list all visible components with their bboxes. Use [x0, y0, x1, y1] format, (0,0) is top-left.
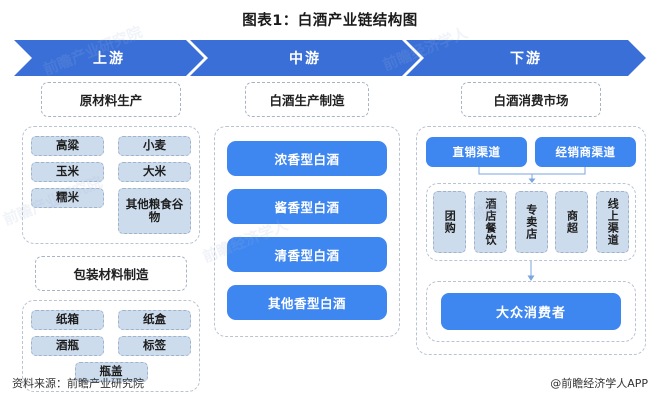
- chip-group-buying: 团购: [433, 191, 466, 253]
- chip-sorghum: 高粱: [31, 136, 104, 156]
- group-liquor-types: 浓香型白酒 酱香型白酒 清香型白酒 其他香型白酒: [214, 126, 400, 337]
- chip-rice: 大米: [118, 162, 191, 182]
- packaging-row-1: 纸箱 纸盒: [31, 310, 191, 330]
- chip-wheat: 小麦: [118, 136, 191, 156]
- channel-connector: [426, 167, 636, 183]
- group-consumer: 大众消费者: [426, 281, 636, 342]
- chip-label: 标签: [118, 336, 191, 356]
- pill-distributor-channel: 经销商渠道: [535, 137, 636, 167]
- footer-watermark: @前瞻经济学人APP: [550, 377, 648, 390]
- banner-downstream: 下游: [406, 40, 646, 76]
- chip-supermarket: 商超: [555, 191, 589, 253]
- pill-light-aroma: 清香型白酒: [227, 237, 387, 272]
- stage-banner-row: 上游 中游 下游: [14, 40, 646, 76]
- chip-glutinous-rice: 糯米: [31, 188, 104, 208]
- group-consumption-market: 直销渠道 经销商渠道 团购 酒店餐饮 专卖店 商超 线上渠道: [416, 126, 646, 355]
- pill-strong-aroma: 浓香型白酒: [227, 141, 387, 176]
- group-packaging-items: 纸箱 纸盒 酒瓶 标签 瓶盖: [22, 300, 200, 392]
- page-title: 图表1：白酒产业链结构图: [242, 13, 418, 29]
- raw-material-left-col: 高粱 玉米 糯米: [31, 136, 104, 234]
- group-sales-channels: 团购 酒店餐饮 专卖店 商超 线上渠道: [426, 183, 636, 261]
- footer-source: 资料来源：前瞻产业研究院: [12, 377, 144, 390]
- packaging-row-2: 酒瓶 标签: [31, 336, 191, 356]
- chip-corn: 玉米: [31, 162, 104, 182]
- packaging-row-3: 瓶盖: [31, 362, 191, 382]
- channel-top-row: 直销渠道 经销商渠道: [426, 137, 636, 167]
- group-raw-material-items: 高粱 玉米 糯米 小麦 大米 其他粮食谷物: [22, 126, 200, 244]
- header-packaging: 包装材料制造: [35, 256, 187, 291]
- chip-specialty-store: 专卖店: [514, 191, 548, 253]
- pill-sauce-aroma: 酱香型白酒: [227, 189, 387, 224]
- column-downstream: 白酒消费市场 直销渠道 经销商渠道 团购 酒店餐饮 专卖店 商超 线上渠道: [416, 82, 646, 355]
- chip-paper-box: 纸盒: [118, 310, 191, 330]
- column-upstream: 原材料生产 高粱 玉米 糯米 小麦 大米 其他粮食谷物 包装材料制造 纸箱 纸盒…: [22, 82, 200, 392]
- chip-hotel-catering: 酒店餐饮: [473, 191, 507, 253]
- chip-bottle: 酒瓶: [31, 336, 104, 356]
- channel-list: 团购 酒店餐饮 专卖店 商超 线上渠道: [433, 191, 629, 253]
- header-liquor-production: 白酒生产制造: [245, 82, 369, 117]
- pill-direct-channel: 直销渠道: [426, 137, 527, 167]
- column-midstream: 白酒生产制造 浓香型白酒 酱香型白酒 清香型白酒 其他香型白酒: [214, 82, 400, 337]
- pill-mass-consumer: 大众消费者: [441, 293, 621, 330]
- chip-carton: 纸箱: [31, 310, 104, 330]
- chip-bottle-cap: 瓶盖: [74, 362, 148, 382]
- chip-online-channel: 线上渠道: [596, 191, 629, 253]
- header-consumption-market: 白酒消费市场: [461, 82, 601, 117]
- header-raw-material: 原材料生产: [41, 82, 181, 117]
- pill-other-aroma: 其他香型白酒: [227, 285, 387, 320]
- consumer-connector: [426, 261, 636, 281]
- chip-other-grains: 其他粮食谷物: [118, 188, 191, 234]
- banner-midstream: 中游: [190, 40, 420, 76]
- banner-upstream: 上游: [14, 40, 204, 76]
- raw-material-right-col: 小麦 大米 其他粮食谷物: [118, 136, 191, 234]
